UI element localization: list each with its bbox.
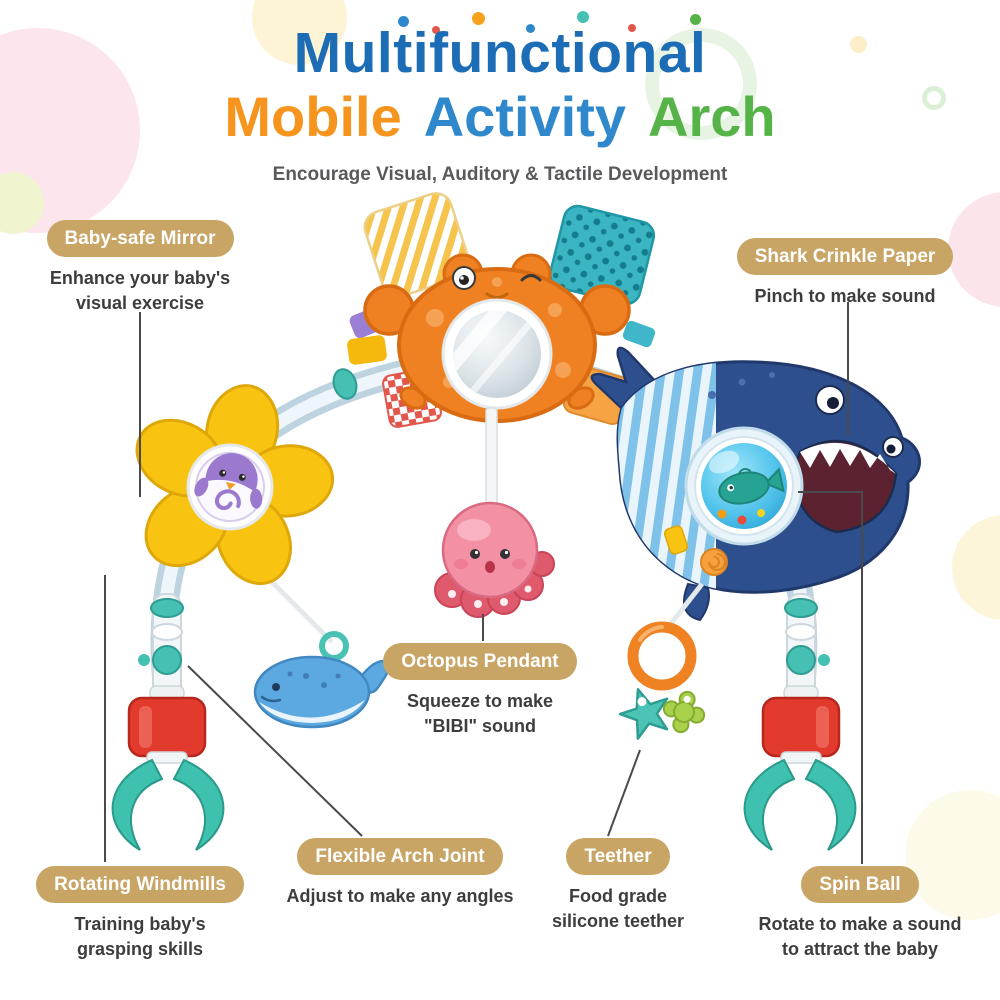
octopus-pendant-toy	[434, 407, 555, 618]
dot	[526, 24, 535, 33]
callout-rotating-windmills-desc: Training baby's grasping skills	[74, 914, 206, 960]
dot	[472, 12, 485, 25]
tagline: Encourage Visual, Auditory & Tactile Dev…	[272, 164, 728, 185]
crab-mirror-toy	[347, 192, 656, 428]
callout-flexible-arch-joint-label: Flexible Arch Joint	[297, 838, 503, 875]
dot	[432, 26, 440, 34]
callout-octopus-pendant: Octopus Pendant Squeeze to make "BIBI" s…	[360, 643, 600, 739]
callout-flexible-arch-joint: Flexible Arch Joint Adjust to make any a…	[275, 838, 525, 909]
callout-octopus-pendant-desc: Squeeze to make "BIBI" sound	[406, 691, 554, 737]
key-cord	[664, 582, 704, 632]
dot	[628, 24, 636, 32]
callout-baby-safe-mirror-desc: Enhance your baby's visual exercise	[49, 268, 231, 314]
callout-teether-label: Teether	[566, 838, 670, 875]
bg-circle	[905, 790, 1000, 920]
bg-circle	[850, 36, 867, 53]
ball-fish	[718, 467, 785, 505]
dot	[577, 11, 589, 23]
callout-octopus-pendant-label: Octopus Pendant	[383, 643, 577, 680]
callout-shark-crinkle-paper: Shark Crinkle Paper Pinch to make sound	[720, 238, 970, 309]
penguin-face	[194, 453, 263, 511]
title-word-activity: Activity	[423, 85, 627, 148]
title-word-arch: Arch	[648, 85, 776, 148]
star-key	[618, 688, 669, 740]
callout-shark-crinkle-paper-desc: Pinch to make sound	[754, 286, 936, 306]
line-flexible-arch-joint	[187, 665, 363, 837]
callout-spin-ball-label: Spin Ball	[801, 866, 919, 903]
callout-baby-safe-mirror: Baby-safe Mirror Enhance your baby's vis…	[15, 220, 265, 316]
baby-safe-mirror-part	[441, 298, 553, 410]
callout-spin-ball-desc: Rotate to make a sound to attract the ba…	[758, 914, 962, 960]
shark-toy	[590, 346, 921, 622]
callout-baby-safe-mirror-label: Baby-safe Mirror	[46, 220, 234, 257]
callout-shark-crinkle-paper-label: Shark Crinkle Paper	[736, 238, 954, 275]
callout-spin-ball: Spin Ball Rotate to make a sound to attr…	[735, 866, 985, 962]
callout-teether-desc: Food grade silicone teether	[551, 886, 685, 932]
callout-teether: Teether Food grade silicone teether	[543, 838, 693, 934]
line-teether	[607, 749, 641, 837]
key-teether	[618, 582, 706, 740]
spin-ball-toy	[684, 426, 804, 546]
dot	[398, 16, 409, 27]
page-title-line2: Mobile Activity Arch	[0, 84, 1000, 149]
callout-rotating-windmills-label: Rotating Windmills	[36, 866, 244, 903]
dot	[690, 14, 701, 25]
windmill-toy	[135, 384, 335, 585]
callout-rotating-windmills: Rotating Windmills Training baby's grasp…	[15, 866, 265, 962]
bg-circle	[922, 86, 946, 110]
callout-flexible-arch-joint-desc: Adjust to make any angles	[286, 886, 514, 906]
flower-key	[662, 690, 706, 734]
page-title: Multifunctional	[293, 21, 707, 85]
title-word-mobile: Mobile	[224, 85, 402, 148]
line-spin-ball	[798, 491, 863, 864]
